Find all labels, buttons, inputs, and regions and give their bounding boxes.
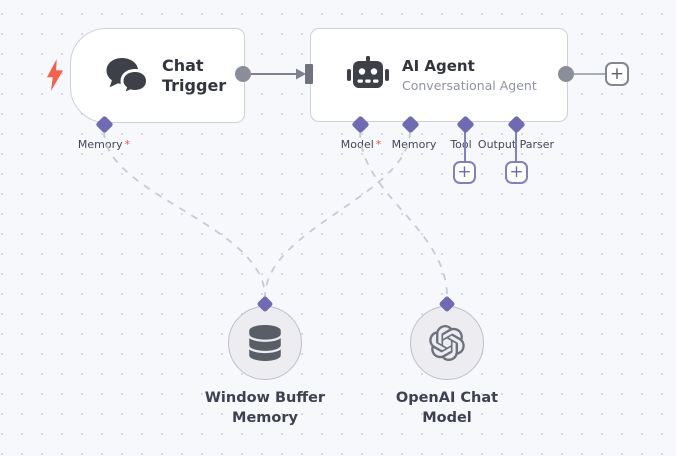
endpoint-label-text: Model xyxy=(340,138,374,151)
endpoint-label-text: Memory xyxy=(391,138,437,151)
connection-trigger-memory-to-wbm[interactable] xyxy=(103,130,266,298)
endpoint-label-agent-model: Model* xyxy=(341,138,382,151)
add-output-parser-button[interactable]: + xyxy=(505,161,528,184)
connection-agent-memory-to-wbm[interactable] xyxy=(264,130,411,298)
node-ai-agent[interactable]: AI Agent Conversational Agent xyxy=(310,28,568,122)
chat-bubbles-icon xyxy=(104,55,149,96)
node-title: Chat Trigger xyxy=(162,55,227,95)
plus-icon: + xyxy=(509,162,524,182)
lightning-bolt-icon xyxy=(47,59,63,91)
endpoint-label-agent-memory: Memory xyxy=(392,138,437,151)
robot-icon xyxy=(347,55,389,95)
node-subtitle: Conversational Agent xyxy=(402,77,537,93)
openai-logo-icon xyxy=(429,325,465,361)
node-label-window-buffer-memory: Window Buffer Memory xyxy=(204,390,326,426)
database-icon xyxy=(249,325,281,361)
endpoint-label-trigger-memory: Memory* xyxy=(78,138,130,151)
node-chat-trigger[interactable]: Chat Trigger xyxy=(70,28,245,123)
node-openai-chat-model[interactable] xyxy=(410,306,484,380)
node-label-openai-chat-model: OpenAI Chat Model xyxy=(395,390,499,426)
connection-agent-model-to-openai[interactable] xyxy=(359,130,448,298)
endpoint-label-text: Tool xyxy=(450,138,472,151)
plus-icon: + xyxy=(609,63,625,84)
plus-icon: + xyxy=(457,162,472,182)
node-title: AI Agent xyxy=(402,56,475,75)
node-window-buffer-memory[interactable] xyxy=(228,306,302,380)
endpoint-label-agent-tool: Tool xyxy=(450,138,471,151)
required-asterisk: * xyxy=(375,138,382,151)
endpoint-label-text: Memory xyxy=(77,138,123,151)
required-asterisk: * xyxy=(124,138,131,151)
add-tool-button[interactable]: + xyxy=(453,161,476,184)
add-node-button[interactable]: + xyxy=(605,62,629,86)
